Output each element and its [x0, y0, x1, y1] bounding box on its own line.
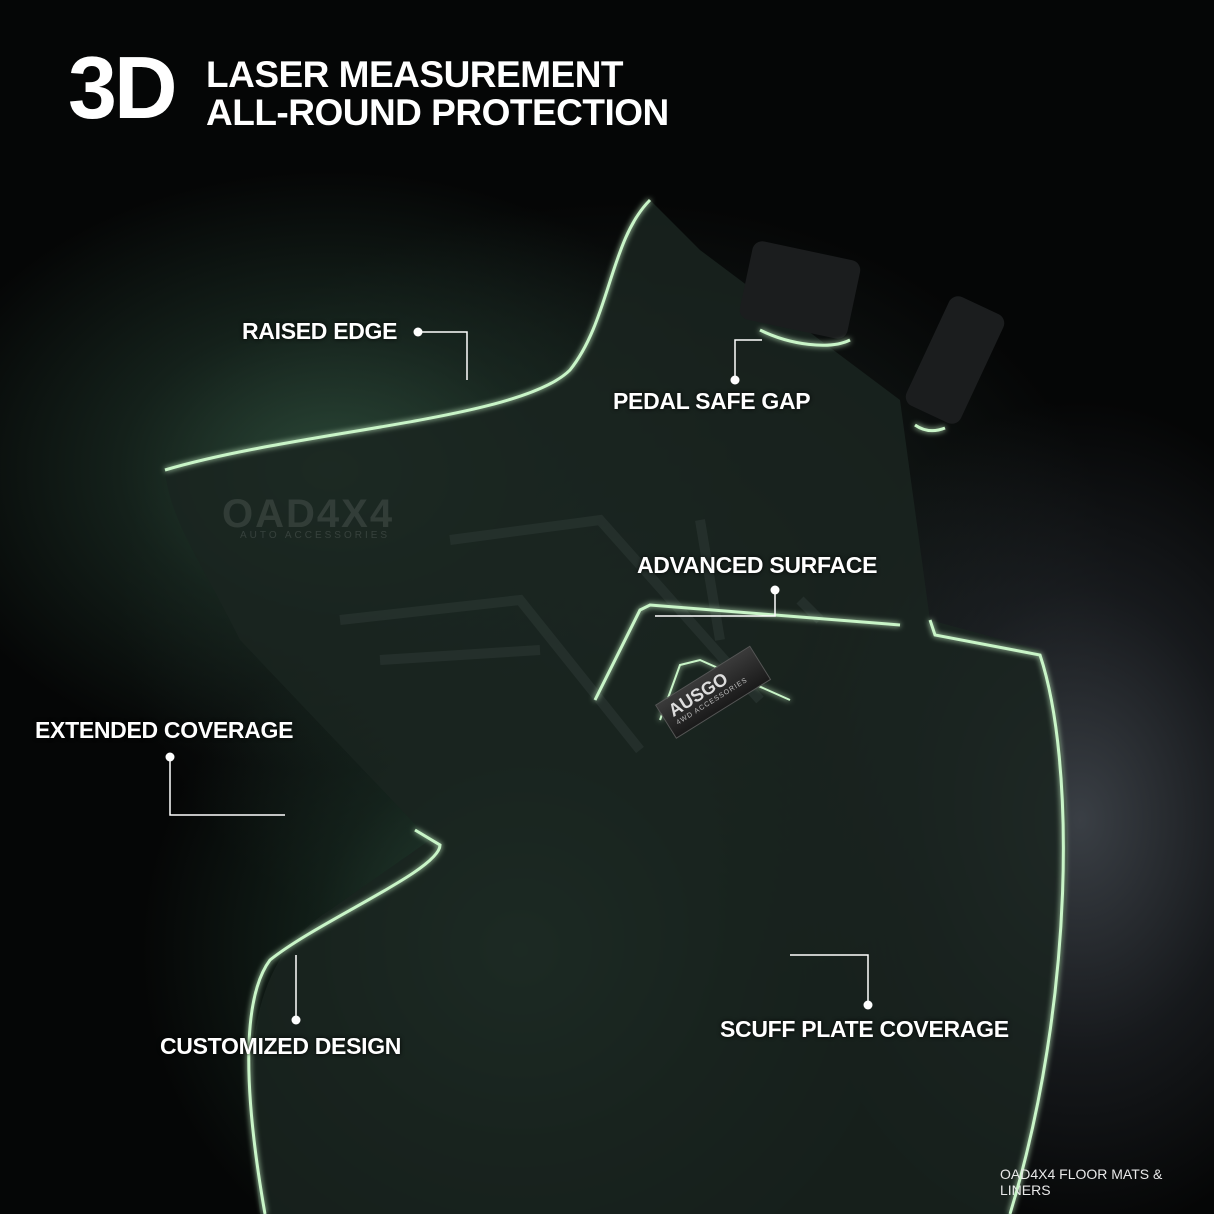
- customized-outline: [247, 828, 442, 1214]
- headline-line-1: LASER MEASUREMENT: [206, 54, 624, 95]
- label-extended-coverage: EXTENDED COVERAGE: [35, 717, 294, 743]
- watermark-subtitle: AUTO ACCESSORIES: [240, 530, 391, 541]
- accelerator-pedal: [905, 296, 1005, 424]
- mat-ridges: [339, 514, 824, 754]
- headline-line-2: ALL-ROUND PROTECTION: [206, 92, 669, 133]
- label-advanced-surface: ADVANCED SURFACE: [637, 552, 878, 578]
- label-scuff-plate-coverage: SCUFF PLATE COVERAGE: [720, 1016, 1009, 1042]
- callout-dots: [165, 327, 873, 1025]
- brake-pedal: [739, 241, 861, 339]
- watermark-logo: OAD4X4: [222, 492, 395, 536]
- label-raised-edge: RAISED EDGE: [242, 318, 398, 344]
- mat-front-section: [165, 200, 1068, 1214]
- pedal-outline-right: [914, 423, 946, 433]
- pedal-outline: [759, 328, 851, 347]
- scuff-plate-outline: [928, 619, 1065, 1214]
- headline-3d: 3D: [68, 38, 177, 137]
- footer-caption: OAD4X4 FLOOR MATS & LINERS: [1000, 1166, 1163, 1198]
- callout-lines: [169, 331, 869, 1020]
- raised-edge-outline: [164, 198, 652, 472]
- label-pedal-safe-gap: PEDAL SAFE GAP: [613, 388, 811, 414]
- label-customized-design: CUSTOMIZED DESIGN: [160, 1033, 402, 1059]
